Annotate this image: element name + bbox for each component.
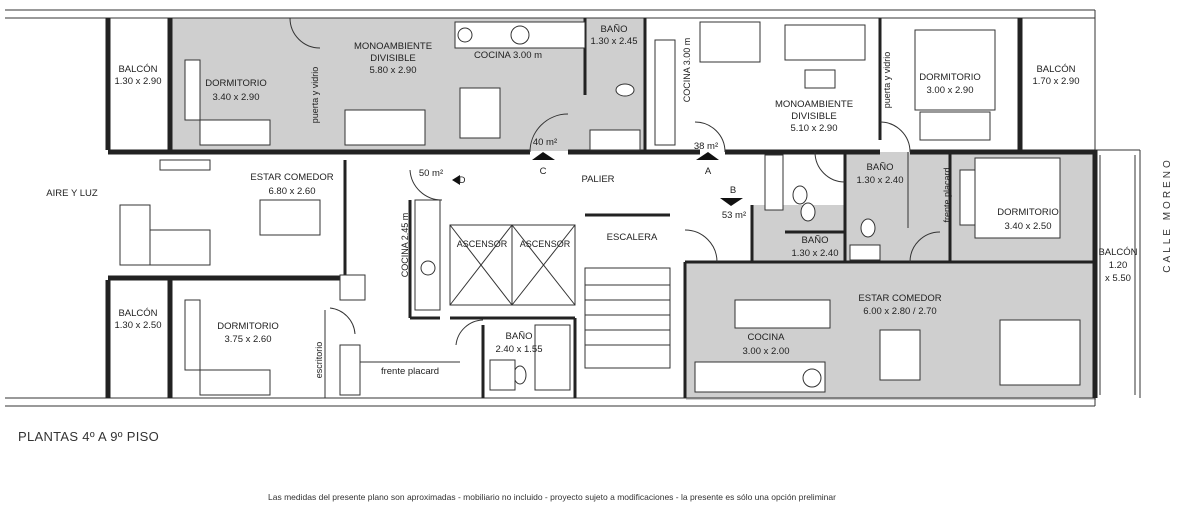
- balcon-tr-size: 1.70 x 2.90: [1032, 76, 1079, 87]
- cocina-b-size: 3.00 x 2.00: [742, 346, 789, 357]
- estar-b-label: ESTAR COMEDOR: [858, 293, 941, 304]
- mono-c-size: 5.80 x 2.90: [369, 65, 416, 76]
- unit-a-area: 38 m²: [694, 141, 718, 152]
- estar-d-size: 6.80 x 2.60: [268, 186, 315, 197]
- bano-b2-size: 1.30 x 2.40: [791, 248, 838, 259]
- dormitorio-c-label: DORMITORIO: [205, 78, 267, 89]
- plan-title: PLANTAS 4º A 9º PISO: [18, 429, 159, 444]
- balcon-tl-label: BALCÓN: [118, 64, 157, 75]
- dormitorio-a-label: DORMITORIO: [919, 72, 981, 83]
- ascensor-2-label: ASCENSOR: [520, 239, 571, 249]
- frente-placard-h: frente placard: [381, 366, 439, 377]
- unit-c-arrow-icon: [532, 152, 555, 160]
- dormitorio-d-label: DORMITORIO: [217, 321, 279, 332]
- mono-c-label-2: DIVISIBLE: [370, 53, 415, 64]
- bano-b1-size: 1.30 x 2.40: [856, 175, 903, 186]
- bano-c-size: 1.30 x 2.45: [590, 36, 637, 47]
- dormitorio-d-size: 3.75 x 2.60: [224, 334, 271, 345]
- balcon-bl-size: 1.30 x 2.50: [114, 320, 161, 331]
- unit-a-arrow-icon: [696, 152, 719, 160]
- unit-b-area: 53 m²: [722, 210, 746, 221]
- unit-b-arrow-icon: [720, 198, 743, 206]
- ascensor-1-label: ASCENSOR: [457, 239, 508, 249]
- aire-y-luz-label: AIRE Y LUZ: [46, 188, 98, 199]
- balcon-r-label: BALCÓN: [1098, 247, 1137, 258]
- unit-b-letter: B: [730, 185, 736, 196]
- cocina-c-label: COCINA 3.00 m: [474, 50, 542, 61]
- dormitorio-b-size: 3.40 x 2.50: [1004, 221, 1051, 232]
- mono-c-label-1: MONOAMBIENTE: [354, 41, 432, 52]
- unit-d-area: 50 m²: [419, 168, 443, 179]
- unit-c-letter: C: [540, 166, 547, 177]
- puerta-vidrio-2: puerta y vidrio: [882, 52, 892, 109]
- footer-note: Las medidas del presente plano son aprox…: [268, 492, 836, 502]
- cocina-b-label: COCINA: [748, 332, 786, 343]
- interior-walls: [108, 18, 1095, 398]
- bano-b1-label: BAÑO: [867, 162, 894, 173]
- bano-c-label: BAÑO: [601, 24, 628, 35]
- bano-d-label: BAÑO: [506, 331, 533, 342]
- unit-c-area: 40 m²: [533, 137, 557, 148]
- unit-markers: [452, 152, 743, 206]
- estar-b-size: 6.00 x 2.80 / 2.70: [863, 306, 936, 317]
- unit-d-arrow-icon: [452, 175, 460, 185]
- puerta-vidrio-1: puerta y vidrio: [310, 67, 320, 124]
- furniture: [119, 21, 1081, 396]
- balcon-r-size-1: 1.20: [1109, 260, 1128, 271]
- dormitorio-b-label: DORMITORIO: [997, 207, 1059, 218]
- balcon-tr-label: BALCÓN: [1036, 64, 1075, 75]
- mono-a-label-2: DIVISIBLE: [791, 111, 836, 122]
- escalera-label: ESCALERA: [607, 232, 658, 243]
- mono-a-label-1: MONOAMBIENTE: [775, 99, 853, 110]
- balcon-bl-label: BALCÓN: [118, 308, 157, 319]
- mono-a-size: 5.10 x 2.90: [790, 123, 837, 134]
- door-swings: [289, 17, 941, 346]
- street-name: CALLE MORENO: [1162, 157, 1173, 272]
- escritorio-label: escritorio: [314, 342, 324, 379]
- cocina-d-vertical: COCINA 2.45 m: [400, 213, 410, 278]
- cocina-a-vertical: COCINA 3.00 m: [682, 38, 692, 103]
- unit-a-letter: A: [705, 166, 712, 177]
- exterior-walls: [5, 9, 1141, 407]
- balcon-r-size-2: x 5.50: [1105, 273, 1131, 284]
- balcon-tl-size: 1.30 x 2.90: [114, 76, 161, 87]
- frente-placard-vertical: frente placard: [942, 167, 952, 222]
- dormitorio-c-size: 3.40 x 2.90: [212, 92, 259, 103]
- estar-d-label: ESTAR COMEDOR: [250, 172, 333, 183]
- bano-b2-label: BAÑO: [802, 235, 829, 246]
- unit-d-letter: D: [459, 175, 466, 186]
- palier-label: PALIER: [581, 174, 614, 185]
- bano-d-size: 2.40 x 1.55: [495, 344, 542, 355]
- dormitorio-a-size: 3.00 x 2.90: [926, 85, 973, 96]
